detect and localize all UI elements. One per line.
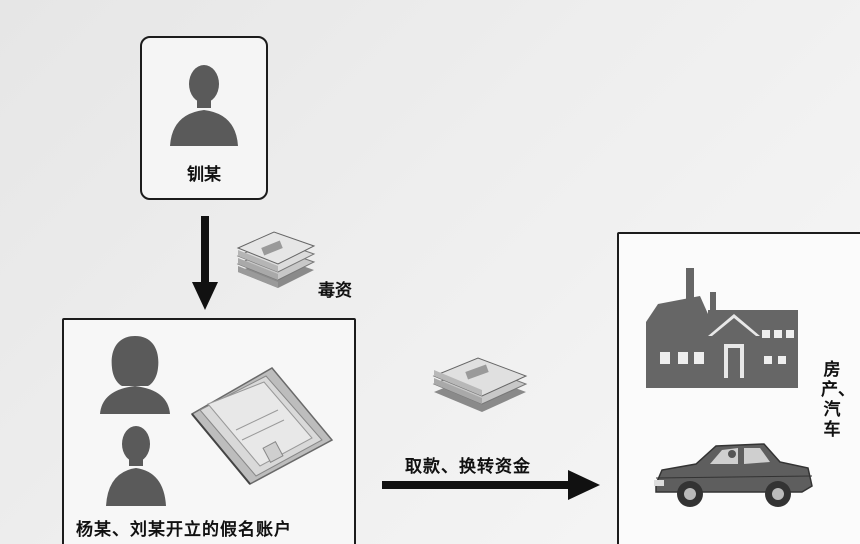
person-top-label: 钏某: [187, 165, 221, 185]
person-icon: [170, 65, 238, 146]
right-arrow: [382, 470, 600, 500]
passbook-icon: [190, 367, 334, 485]
drug-money-label: 毒资: [318, 281, 352, 301]
money-stack-icon-transfer: [432, 357, 528, 412]
money-stack-icon: [236, 231, 316, 288]
female-person-icon: [100, 336, 170, 414]
accounts-label: 杨某、刘某开立的假名账户: [76, 520, 292, 540]
car-icon: [654, 443, 813, 507]
down-arrow: [192, 216, 218, 310]
transfer-label: 取款、换转资金: [405, 457, 531, 477]
house-icon: [646, 268, 798, 388]
assets-label: 房产、汽车: [821, 360, 855, 440]
male-person-icon: [106, 426, 166, 506]
